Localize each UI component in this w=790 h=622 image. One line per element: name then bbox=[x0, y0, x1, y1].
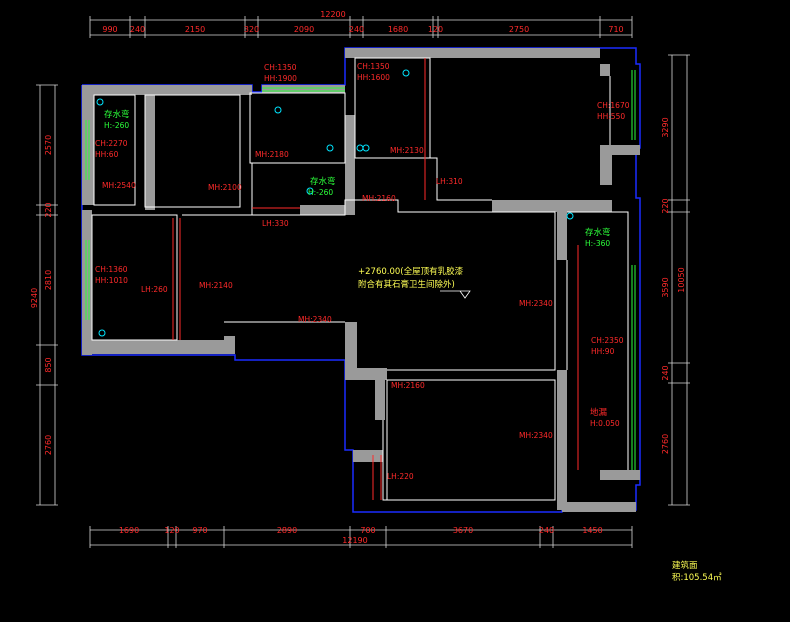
dim-right-segment: 240 bbox=[661, 365, 670, 380]
dim-left-segment: 2760 bbox=[44, 435, 53, 455]
dim-right-segment: 220 bbox=[661, 198, 670, 213]
dim-top-segment: 2150 bbox=[185, 25, 205, 34]
windows bbox=[85, 70, 636, 470]
drain-icon bbox=[306, 187, 314, 195]
drain-icon bbox=[566, 212, 574, 220]
label-mh-2140: MH:2140 bbox=[199, 281, 233, 290]
label-mh-2340-a: MH:2340 bbox=[519, 299, 553, 308]
label-ch-2350: CH:2350 bbox=[591, 336, 624, 345]
dim-bottom-segment: 2890 bbox=[277, 526, 297, 535]
dim-bottom-segment: 1450 bbox=[582, 526, 602, 535]
label-hh-1900-a: HH:1900 bbox=[264, 74, 297, 83]
dim-top-segment: 1680 bbox=[388, 25, 408, 34]
label-mh-2540: MH:2540 bbox=[102, 181, 136, 190]
label-water-3: 存水弯 bbox=[585, 227, 611, 238]
dim-top-total: 12200 bbox=[320, 10, 345, 19]
label-ch-1350-b: CH:1350 bbox=[357, 62, 390, 71]
ceiling-note-line-1: +2760.00(全屋顶有乳胶漆 bbox=[358, 266, 464, 277]
dimension-texts: 12200 990 240 2150 320 2090 240 1680 120 2750 710… bbox=[30, 10, 686, 545]
dim-left-segment: 220 bbox=[44, 202, 53, 217]
dim-right-segment: 3590 bbox=[661, 277, 670, 297]
label-lh-330: LH:330 bbox=[262, 219, 289, 228]
ceiling-note-marker bbox=[440, 290, 471, 299]
area-title: 建筑面 bbox=[672, 560, 698, 571]
dim-bottom-segment: 700 bbox=[360, 526, 375, 535]
dim-bottom-segment: 120 bbox=[164, 526, 179, 535]
room-outlines bbox=[91, 57, 629, 501]
label-mh-2340-c: MH:2340 bbox=[519, 431, 553, 440]
dimension-ticks bbox=[36, 16, 690, 548]
label-mh-2340-b: MH:2340 bbox=[298, 315, 332, 324]
label-floor-drain: 地漏 bbox=[590, 407, 608, 418]
dim-right-segment: 2760 bbox=[661, 434, 670, 454]
dimension-lines bbox=[39, 19, 688, 546]
drain-icon bbox=[98, 329, 106, 337]
label-mh-2160-a: MH:2160 bbox=[362, 194, 396, 203]
label-water-1-h: H:-260 bbox=[104, 121, 129, 130]
dim-left-segments: 2570 220 2810 850 2760 bbox=[44, 135, 53, 455]
dim-bottom-segment: 240 bbox=[539, 526, 554, 535]
label-lh-220: LH:220 bbox=[387, 472, 414, 481]
drain-icon bbox=[356, 144, 364, 152]
dim-bottom-segment: 3670 bbox=[453, 526, 473, 535]
section-lines bbox=[172, 58, 579, 500]
label-ch-1360: CH:1360 bbox=[95, 265, 128, 274]
dim-top-segment: 320 bbox=[244, 25, 259, 34]
dim-bottom-segments: 1690 120 970 2890 700 3670 240 1450 bbox=[119, 526, 603, 535]
label-mh-2160-b: MH:2160 bbox=[391, 381, 425, 390]
room-labels: CH:1350 HH:1900 CH:1350 HH:1600 CH:1670 … bbox=[95, 62, 630, 481]
label-floor-drain-h: H:0.050 bbox=[590, 419, 620, 428]
dim-top-segment: 2750 bbox=[509, 25, 529, 34]
label-lh-310: LH:310 bbox=[436, 177, 463, 186]
label-hh-550: HH:550 bbox=[597, 112, 625, 121]
area-note: 建筑面 积:105.54㎡ bbox=[672, 560, 722, 583]
label-water-2: 存水弯 bbox=[310, 176, 336, 187]
label-mh-2100-a: MH:2100 bbox=[208, 183, 242, 192]
dim-left-segment: 2570 bbox=[44, 135, 53, 155]
label-water-2-h: H:-260 bbox=[308, 188, 333, 197]
label-hh-90: HH:90 bbox=[591, 347, 615, 356]
dim-left-segment: 2810 bbox=[44, 270, 53, 290]
label-water-1: 存水弯 bbox=[104, 109, 130, 120]
drain-icon bbox=[274, 106, 282, 114]
dim-top-segment: 120 bbox=[428, 25, 443, 34]
drain-icon bbox=[362, 144, 370, 152]
dim-top-segment: 2090 bbox=[294, 25, 314, 34]
dim-bottom-segment: 970 bbox=[192, 526, 207, 535]
dim-right-total: 10050 bbox=[677, 267, 686, 292]
area-value: 积:105.54㎡ bbox=[672, 572, 722, 583]
dim-left-segment: 850 bbox=[44, 357, 53, 372]
walls bbox=[82, 48, 640, 512]
dim-left-total: 9240 bbox=[30, 288, 39, 308]
dim-right-segments: 3290 220 3590 240 2760 bbox=[661, 117, 670, 454]
drain-icon bbox=[326, 144, 334, 152]
drain-icon bbox=[96, 98, 104, 106]
dim-top-segment: 990 bbox=[102, 25, 117, 34]
dim-right-segment: 3290 bbox=[661, 117, 670, 137]
label-hh-1010: HH:1010 bbox=[95, 276, 128, 285]
label-mh-2130: MH:2130 bbox=[390, 146, 424, 155]
label-lh-260: LH:260 bbox=[141, 285, 168, 294]
ceiling-note-line-2: 附合有其石膏卫生间除外) bbox=[358, 279, 455, 290]
label-mh-2180: MH:2180 bbox=[255, 150, 289, 159]
label-ch-1350-a: CH:1350 bbox=[264, 63, 297, 72]
dim-top-segment: 710 bbox=[608, 25, 623, 34]
dim-bottom-segment: 1690 bbox=[119, 526, 139, 535]
label-water-3-h: H:-360 bbox=[585, 239, 610, 248]
label-ch-2270: CH:2270 bbox=[95, 139, 128, 148]
label-ch-1670: CH:1670 bbox=[597, 101, 630, 110]
label-hh-1600: HH:1600 bbox=[357, 73, 390, 82]
dim-top-segment: 240 bbox=[349, 25, 364, 34]
fixtures bbox=[96, 69, 574, 337]
dim-top-segments: 990 240 2150 320 2090 240 1680 120 2750 710 bbox=[102, 25, 623, 34]
dim-top-segment: 240 bbox=[130, 25, 145, 34]
label-hh-60: HH:60 bbox=[95, 150, 119, 159]
dim-bottom-total: 12190 bbox=[342, 536, 367, 545]
drain-icon bbox=[402, 69, 410, 77]
